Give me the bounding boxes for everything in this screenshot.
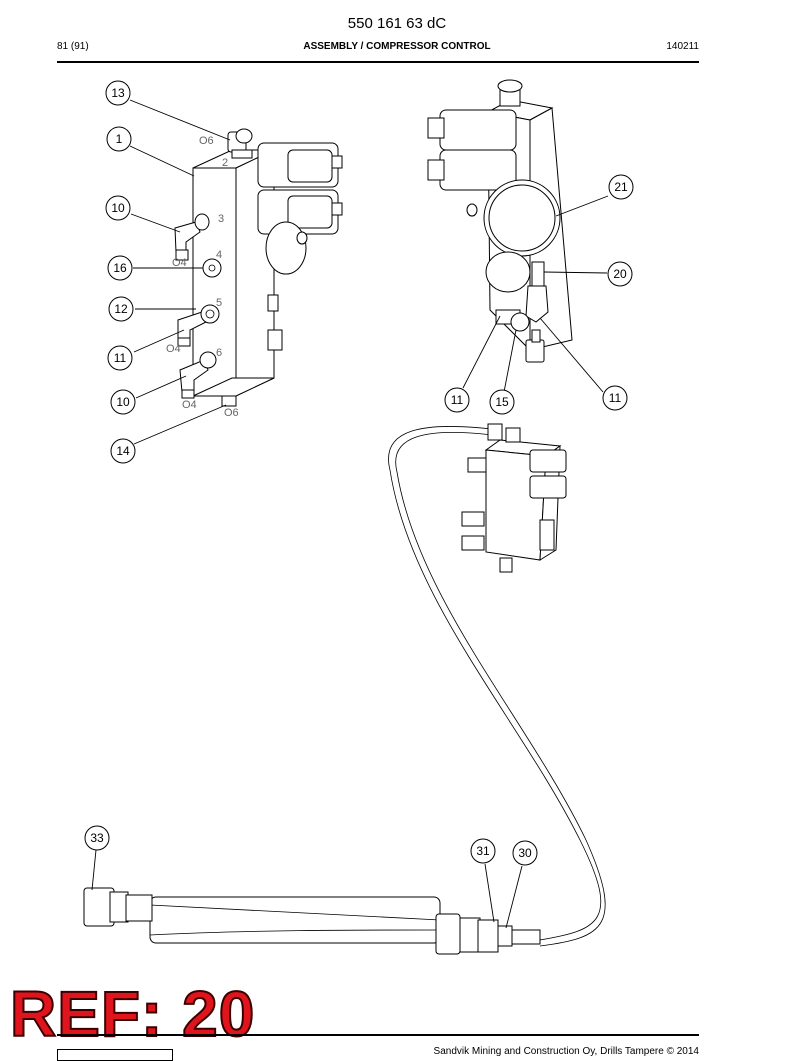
page-title: ASSEMBLY / COMPRESSOR CONTROL	[303, 41, 491, 52]
header-rule	[57, 61, 699, 63]
svg-text:30: 30	[518, 846, 532, 860]
port-label: O4	[182, 399, 197, 411]
svg-text:16: 16	[113, 261, 127, 275]
port-label: 2	[222, 157, 228, 169]
page-number: 81 (91)	[57, 41, 89, 52]
balloon-10: 10	[105, 195, 131, 221]
date-code: 140211	[666, 41, 699, 52]
doc-number: 550 161 63 dC	[347, 15, 447, 32]
svg-text:13: 13	[111, 86, 125, 100]
port-label: 5	[216, 297, 222, 309]
svg-text:21: 21	[614, 180, 628, 194]
port-label: 6	[216, 347, 222, 359]
leader-lines	[91, 99, 609, 929]
balloon-10: 10	[110, 389, 136, 415]
svg-text:10: 10	[111, 201, 125, 215]
hose	[83, 423, 606, 955]
svg-text:14: 14	[116, 444, 130, 458]
svg-text:15: 15	[495, 395, 509, 409]
balloon-33: 33	[84, 825, 110, 851]
svg-text:11: 11	[609, 391, 622, 405]
balloon-11: 11	[107, 345, 133, 371]
balloon-11: 11	[444, 387, 470, 413]
balloon-13: 13	[105, 80, 131, 106]
valve-block-left: O6 2 3 4 O4 5 O4 6 O4 O6	[166, 128, 343, 419]
port-label: O6	[224, 407, 239, 419]
port-label: O4	[172, 257, 187, 269]
port-label: 3	[218, 213, 224, 225]
footer-rule	[57, 1034, 699, 1036]
balloon-15: 15	[489, 389, 515, 415]
svg-text:33: 33	[90, 831, 104, 845]
ref-stamp: REF: 20	[9, 978, 256, 1050]
balloon-11: 11	[602, 385, 628, 411]
svg-text:11: 11	[114, 351, 127, 365]
valve-block-right	[427, 79, 573, 363]
footer-copyright: Sandvik Mining and Construction Oy, Dril…	[433, 1046, 699, 1057]
footer-logo	[57, 1049, 173, 1061]
svg-text:20: 20	[613, 267, 627, 281]
balloon-14: 14	[110, 438, 136, 464]
svg-text:31: 31	[476, 844, 490, 858]
valve-block-small	[461, 427, 567, 573]
balloon-30: 30	[512, 840, 538, 866]
port-label: O4	[166, 343, 181, 355]
svg-text:10: 10	[116, 395, 130, 409]
port-label: 4	[216, 249, 222, 261]
balloon-21: 21	[608, 174, 634, 200]
balloon-12: 12	[108, 296, 134, 322]
balloon-20: 20	[607, 261, 633, 287]
port-label: O6	[199, 135, 214, 147]
balloon-1: 1	[106, 126, 132, 152]
balloon-16: 16	[107, 255, 133, 281]
balloon-31: 31	[470, 838, 496, 864]
svg-text:11: 11	[451, 393, 464, 407]
svg-text:12: 12	[114, 302, 128, 316]
svg-text:1: 1	[116, 132, 123, 146]
